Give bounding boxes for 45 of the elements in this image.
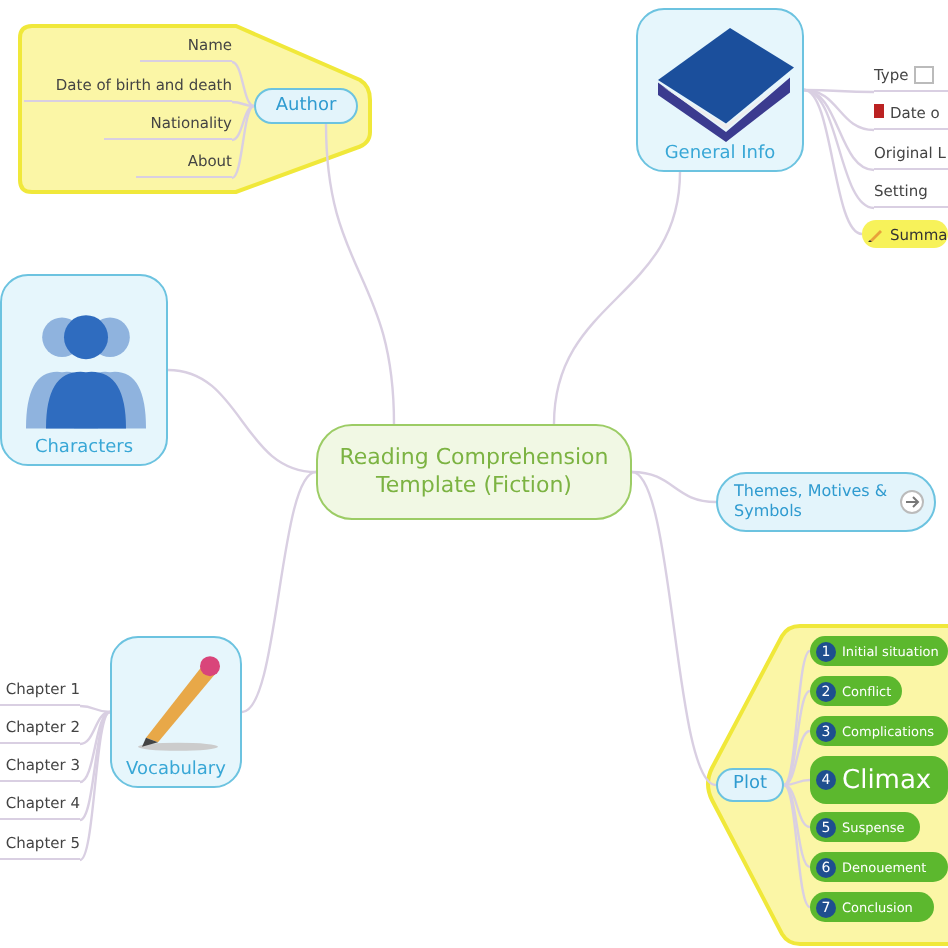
connector — [79, 710, 111, 746]
step-pill — [810, 812, 920, 842]
connector — [783, 650, 811, 786]
connector — [231, 100, 255, 108]
topic-card — [636, 8, 804, 172]
highlighted-subtopic — [862, 220, 948, 248]
step-label: Climax — [842, 765, 932, 795]
step-pill — [810, 676, 902, 706]
topic-bubble: Plot — [716, 768, 784, 802]
connector — [231, 104, 255, 142]
connector — [783, 783, 811, 829]
connector — [803, 88, 863, 236]
connector — [79, 710, 111, 784]
connector — [783, 729, 811, 787]
connector — [783, 690, 811, 786]
step-pill — [810, 716, 948, 746]
connector — [324, 123, 396, 425]
topic-bubble: Author — [254, 88, 358, 124]
topic-label: Vocabulary — [124, 760, 228, 780]
connector — [783, 778, 811, 787]
connector — [783, 784, 811, 908]
connector — [803, 88, 875, 210]
topic-card — [110, 636, 242, 788]
connector — [231, 104, 255, 180]
topic-label: Themes, Motives & Symbols — [734, 482, 890, 522]
topic-label: Characters — [32, 438, 136, 458]
step-pill — [810, 852, 948, 882]
topic-bubble — [716, 472, 936, 532]
connector — [167, 368, 317, 474]
connector — [231, 60, 255, 108]
subtopic — [874, 64, 948, 92]
connector — [803, 88, 875, 172]
connector — [552, 171, 682, 425]
connector — [79, 711, 111, 861]
step-pill — [810, 756, 948, 804]
central-topic: Reading Comprehension Template (Fiction) — [316, 424, 632, 520]
step-pill — [810, 892, 934, 922]
step-pill — [810, 636, 948, 666]
connector — [79, 704, 111, 714]
topic-card — [0, 274, 168, 466]
connector — [241, 470, 317, 714]
connector — [631, 471, 717, 786]
connector — [631, 470, 717, 504]
topic-label: General Info — [662, 144, 778, 164]
subtopic — [874, 102, 948, 130]
